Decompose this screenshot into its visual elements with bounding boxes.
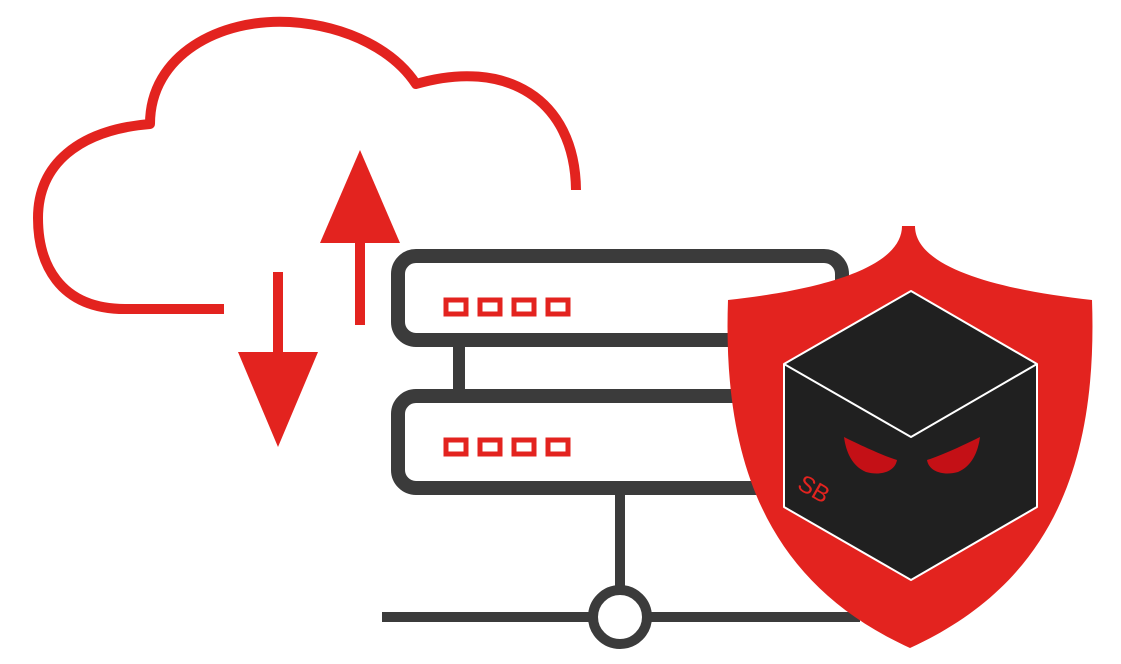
angry-eyes-icon	[844, 437, 980, 474]
network-node-icon	[382, 488, 860, 649]
arrow-up-icon	[320, 150, 400, 325]
server-bottom-leds	[443, 437, 571, 457]
server-top-leds	[443, 297, 571, 317]
cloud-outline-icon	[33, 16, 581, 314]
cube-icon: SB	[783, 290, 1038, 581]
arrow-down-icon	[238, 272, 318, 447]
